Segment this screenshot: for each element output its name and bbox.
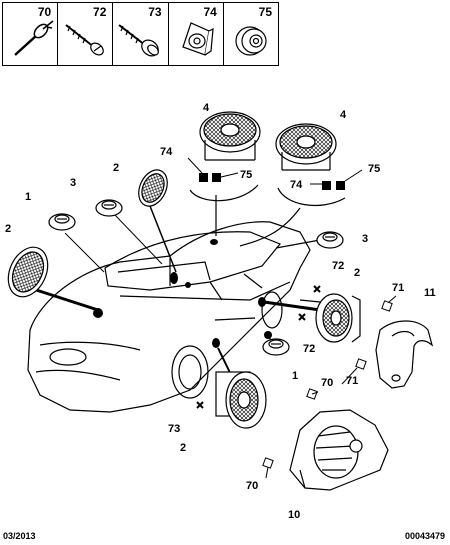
callout-11: 11 xyxy=(424,287,436,299)
tweeter-grille-right xyxy=(275,123,337,171)
callout-3-dash: 3 xyxy=(70,177,76,189)
legend-ref-75: 75 xyxy=(258,5,273,19)
speaker-rear-door xyxy=(315,293,361,343)
footer-code: 00043479 xyxy=(404,531,445,541)
callout-1-lower: 1 xyxy=(292,370,298,382)
callout-2-left: 2 xyxy=(5,223,11,235)
leader-lines xyxy=(29,184,346,386)
callout-75-left: 75 xyxy=(240,169,252,181)
legend-item-70: 70 xyxy=(3,3,59,65)
legend-ref-70: 70 xyxy=(37,5,52,19)
callout-74-left: 74 xyxy=(160,146,173,158)
callout-2-front-door: 2 xyxy=(180,442,186,454)
footer-date: 03/2013 xyxy=(3,531,36,541)
callout-71: 71 xyxy=(392,282,404,294)
callout-75-right: 75 xyxy=(368,163,380,175)
legend-ref-72: 72 xyxy=(93,5,107,19)
tweeter-dash xyxy=(95,199,123,217)
speaker-front-door xyxy=(215,371,267,429)
flanged-screw-icon xyxy=(118,24,160,57)
tweeter-grille-left xyxy=(199,111,261,161)
callout-2-door: 2 xyxy=(113,162,119,174)
tweeter-front xyxy=(48,213,76,231)
callout-3-rear: 3 xyxy=(362,233,368,245)
legend-item-73: 73 xyxy=(113,3,169,65)
callout-4-left: 4 xyxy=(203,102,210,114)
grille-front-door xyxy=(138,169,168,207)
callout-72-upper: 72 xyxy=(332,260,344,272)
tweeter-door-lower xyxy=(262,338,290,356)
callout-70-lower: 70 xyxy=(246,480,258,492)
tweeter-rear-right xyxy=(316,231,344,249)
legend-item-72: 72 xyxy=(58,3,114,65)
panel-11 xyxy=(375,320,434,389)
grille-front-left xyxy=(7,246,49,298)
callout-2-rear-door: 2 xyxy=(354,267,360,279)
clip-markers xyxy=(199,173,345,190)
screw-markers xyxy=(196,285,321,409)
screw-icon xyxy=(65,24,105,56)
legend-item-74: 74 xyxy=(169,3,224,65)
callout-70-mid: 70 xyxy=(321,377,333,389)
rivet-icon xyxy=(14,20,54,56)
car-body xyxy=(27,221,311,413)
callout-labels: 4 4 74 75 74 75 2 2 3 1 3 72 2 71 11 72 … xyxy=(5,102,436,521)
parts-legend: 70 72 73 xyxy=(2,2,279,66)
callout-10: 10 xyxy=(288,509,300,521)
mount-spots xyxy=(93,239,272,348)
grommet-icon xyxy=(235,26,267,56)
legend-ref-73: 73 xyxy=(148,5,162,19)
callout-4-right: 4 xyxy=(340,109,347,121)
callout-72-lower: 72 xyxy=(303,343,315,355)
mounting-clip-icon xyxy=(181,22,214,56)
callout-73: 73 xyxy=(168,423,180,435)
legend-ref-74: 74 xyxy=(203,5,217,19)
enclosure-10 xyxy=(289,409,389,491)
callout-74-right: 74 xyxy=(290,179,303,191)
callout-71-mid: 71 xyxy=(346,375,358,387)
legend-item-75: 75 xyxy=(224,3,278,65)
callout-1-front: 1 xyxy=(25,191,31,203)
